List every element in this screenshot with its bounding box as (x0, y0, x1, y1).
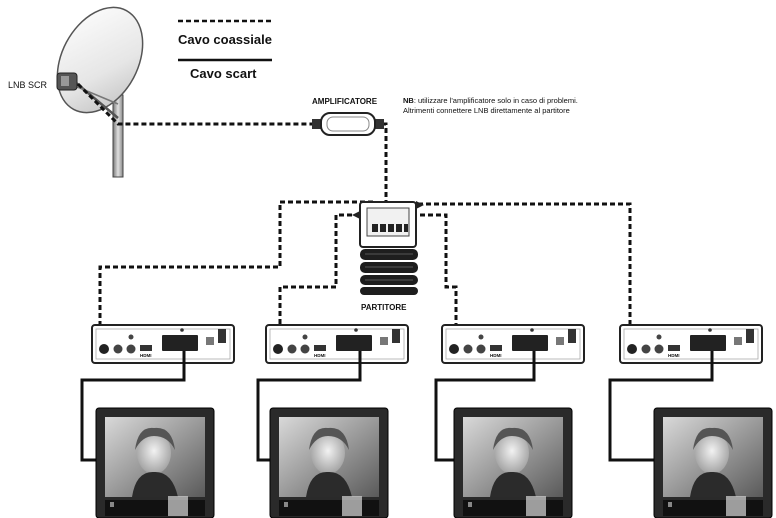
rf-input-port (449, 344, 459, 354)
rf-input-port (99, 344, 109, 354)
scart-receiver-4-to-tv-4 (608, 351, 714, 462)
hdmi-port-label: HDMI (668, 353, 680, 358)
rf-input-port (273, 344, 283, 354)
coax-splitter-to-receiver-4 (410, 202, 632, 348)
scart-receiver-2-to-tv-2 (256, 351, 362, 462)
hdmi-port-label: HDMI (490, 353, 502, 358)
tv-4 (653, 407, 773, 518)
legend: Cavo coassiale Cavo scart (178, 19, 272, 81)
note-bold: NB (403, 96, 414, 105)
scart-port (512, 335, 548, 351)
tv-1 (95, 407, 215, 518)
amplifier (312, 112, 384, 136)
tv-3 (453, 407, 573, 518)
scart-port (336, 335, 372, 351)
coax-dish-to-amplifier (76, 82, 316, 126)
lnb-head (56, 72, 78, 91)
coax-splitter-to-receiver-2 (278, 213, 368, 348)
scart-port (162, 335, 198, 351)
hdmi-port-label: HDMI (140, 353, 152, 358)
splitter-label: PARTITORE (361, 303, 407, 312)
coax-splitter-to-receiver-3 (404, 213, 458, 348)
scart-port (690, 335, 726, 351)
amplifier-label: AMPLIFICATORE (312, 97, 378, 106)
hdmi-port-label: HDMI (314, 353, 326, 358)
note: NB: utilizzare l'amplificatore solo in c… (403, 96, 578, 115)
scart-receiver-3-to-tv-3 (434, 351, 536, 462)
receiver-1: HDMI (91, 324, 235, 364)
note-line2: Altrimenti connettere LNB direttamente a… (403, 106, 570, 115)
coax-amplifier-to-splitter (382, 122, 388, 205)
rf-input-port (627, 344, 637, 354)
receiver-3: HDMI (441, 324, 585, 364)
splitter (352, 201, 424, 295)
note-line1: : utilizzare l'amplificatore solo in cas… (414, 96, 578, 105)
receiver-4: HDMI (619, 324, 763, 364)
tv-2 (269, 407, 389, 518)
lnb-label: LNB SCR (8, 80, 48, 90)
scart-receiver-1-to-tv-1 (80, 351, 186, 462)
receiver-2: HDMI (265, 324, 409, 364)
legend-coax-label: Cavo coassiale (178, 32, 272, 47)
legend-scart-label: Cavo scart (190, 66, 257, 81)
svg-text:NB: utilizzare l'amplificatore: NB: utilizzare l'amplificatore solo in c… (403, 96, 578, 105)
